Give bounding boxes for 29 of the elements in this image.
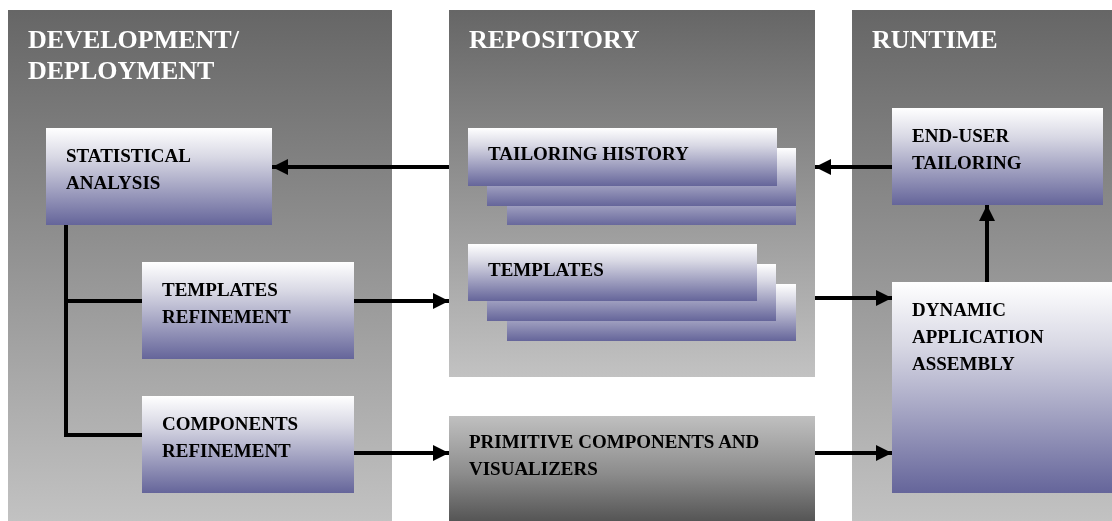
card-stack <box>468 244 796 341</box>
arrow <box>979 205 995 282</box>
box-label: PRIMITIVE COMPONENTS AND VISUALIZERS <box>469 430 761 481</box>
box-label: COMPONENTS REFINEMENT <box>162 412 300 463</box>
section-panel <box>852 10 1112 521</box>
arrow <box>815 159 892 175</box>
arrow <box>815 445 892 461</box>
process-box <box>46 128 272 225</box>
arrow <box>272 159 449 175</box>
process-box <box>142 396 354 493</box>
card-stack <box>468 128 796 225</box>
process-box <box>449 416 815 521</box>
box-label: TEMPLATES <box>488 258 605 282</box>
section-panel <box>8 10 392 521</box>
process-box <box>892 282 1112 493</box>
box-label: STATISTICAL ANALYSIS <box>66 144 191 195</box>
box-label: TEMPLATES REFINEMENT <box>162 278 292 329</box>
arrow <box>815 290 892 306</box>
box-label: TAILORING HISTORY <box>488 142 690 166</box>
process-box <box>142 262 354 359</box>
panel-heading: DEVELOPMENT/ DEPLOYMENT <box>28 24 240 86</box>
arrow <box>354 445 449 461</box>
section-panel <box>449 10 815 377</box>
box-label: END-USER TAILORING <box>912 124 1023 175</box>
panel-heading: REPOSITORY <box>469 24 641 55</box>
panel-heading: RUNTIME <box>872 24 999 55</box>
process-box <box>892 108 1103 205</box>
box-label: DYNAMIC APPLICATION ASSEMBLY <box>912 298 1045 376</box>
arrow <box>354 293 449 309</box>
